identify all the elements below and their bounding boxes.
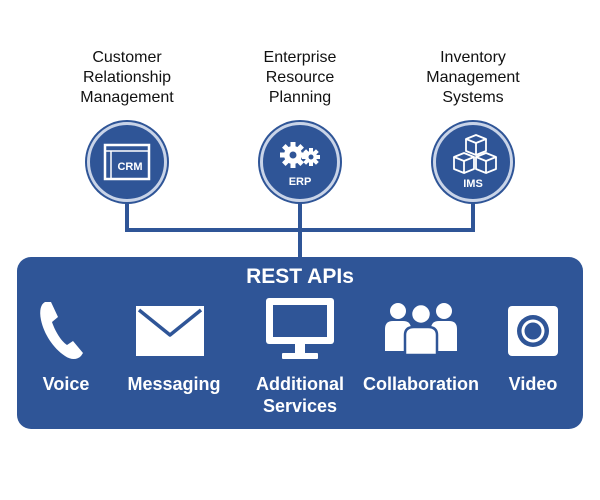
video-icon [508,306,558,356]
envelope-icon [136,306,204,356]
erp-label: Enterprise Resource Planning [263,49,337,106]
erp-connector [298,196,302,258]
voice-label: Voice [42,374,90,394]
collaboration-label: Collaboration [363,374,479,394]
crm-circle: CRM [87,122,167,202]
phone-icon [40,302,83,359]
ims-abbr: IMS [463,178,483,190]
crm-label: Customer Relationship Management [80,49,174,106]
ims-connector [471,196,475,231]
boxes-icon: IMS [453,134,497,190]
monitor-icon [266,298,334,359]
additional-services-label: Additional Services [256,374,344,416]
crm-connector [125,196,129,231]
crm-abbr: CRM [117,161,142,173]
gears-icon: ERP [280,142,320,188]
erp-abbr: ERP [289,176,312,188]
crm-window-icon: CRM [103,143,151,181]
ims-label: Inventory Management Systems [426,49,520,106]
messaging-label: Messaging [127,374,221,394]
ims-circle: IMS [433,122,513,202]
erp-circle: ERP [260,122,340,202]
rest-api-title: REST APIs [246,265,354,288]
people-icon [385,302,457,357]
horizontal-connector [125,228,475,232]
video-label: Video [508,374,558,394]
